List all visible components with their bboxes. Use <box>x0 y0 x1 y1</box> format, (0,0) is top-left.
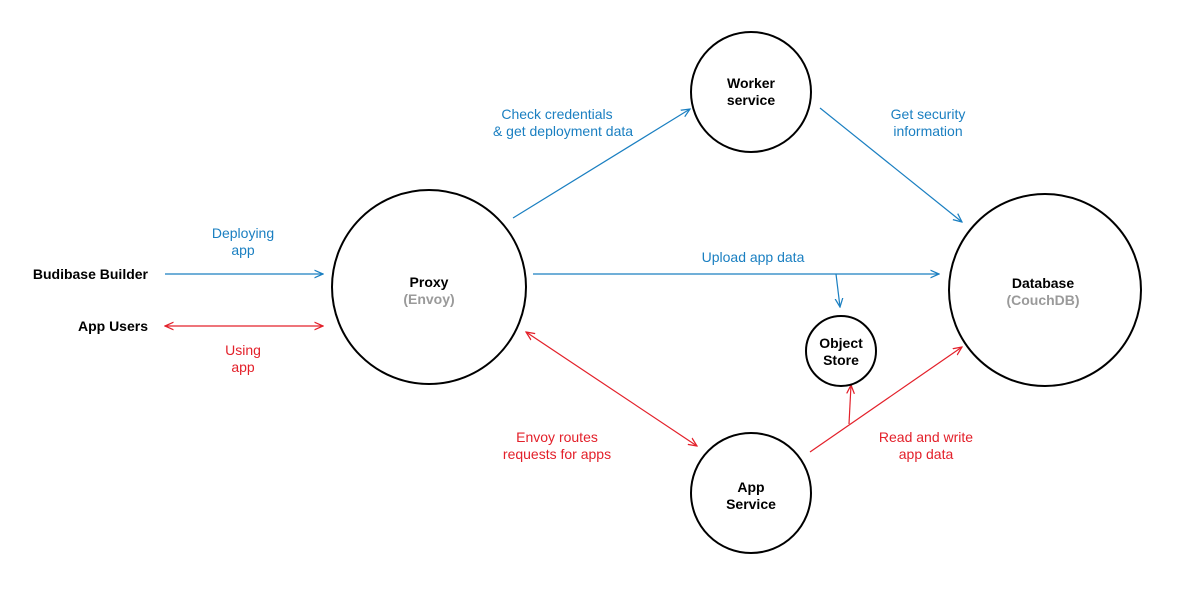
deploying-label-line1: Deploying <box>212 225 274 241</box>
object-store-title-line2: Store <box>823 352 859 368</box>
envoy-routes-label-line2: requests for apps <box>503 446 611 462</box>
read-write-label-line1: Read and write <box>879 429 973 445</box>
app-users-label: App Users <box>78 318 148 334</box>
arrow-proxy-to-worker <box>512 109 690 219</box>
envoy-routes-label-line1: Envoy routes <box>516 429 598 445</box>
check-credentials-label-line2: & get deployment data <box>493 123 633 139</box>
worker-title-line2: service <box>727 92 775 108</box>
database-node: Database (CouchDB) <box>948 193 1142 387</box>
database-title: Database <box>1012 275 1074 291</box>
arrow-worker-to-database <box>819 107 962 222</box>
database-subtitle: (CouchDB) <box>1006 292 1079 308</box>
read-write-label-line2: app data <box>899 446 954 462</box>
get-security-label-line1: Get security <box>891 106 966 122</box>
arrow-app-service-to-object-store <box>849 385 851 425</box>
check-credentials-label-line1: Check credentials <box>501 106 612 122</box>
budibase-builder-label: Budibase Builder <box>33 266 149 282</box>
deploying-label-line2: app <box>231 242 255 258</box>
proxy-subtitle: (Envoy) <box>403 291 454 307</box>
object-store-title-line1: Object <box>819 335 863 351</box>
proxy-title: Proxy <box>410 274 449 290</box>
worker-service-node: Worker service <box>690 31 812 153</box>
upload-app-data-label: Upload app data <box>702 249 805 265</box>
app-service-node: App Service <box>690 432 812 554</box>
arrow-proxy-app-service-bidirectional <box>526 332 697 446</box>
worker-title-line1: Worker <box>727 75 776 91</box>
get-security-label-line2: information <box>893 123 962 139</box>
using-label-line2: app <box>231 359 255 375</box>
object-store-node: Object Store <box>805 315 877 387</box>
app-service-title-line2: Service <box>726 496 776 512</box>
app-service-title-line1: App <box>737 479 764 495</box>
arrow-app-service-to-database <box>809 347 962 453</box>
arrow-upload-to-object-store <box>836 273 840 307</box>
proxy-node: Proxy (Envoy) <box>331 189 527 385</box>
using-label-line1: Using <box>225 342 261 358</box>
